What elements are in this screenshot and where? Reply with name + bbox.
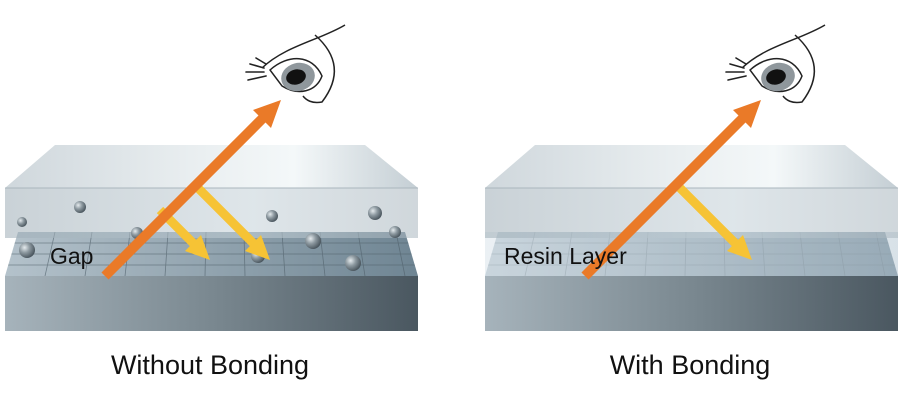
resin-layer <box>485 232 898 276</box>
resin-layer-label: Resin Layer <box>504 243 627 269</box>
air-bubbles <box>17 201 401 271</box>
light-ray-arrow <box>101 100 281 280</box>
panel-with-bonding: Resin Layer <box>485 24 898 331</box>
gap-label: Gap <box>50 243 93 269</box>
eye-icon <box>245 24 346 104</box>
eye-icon <box>725 24 826 104</box>
reflection-arrow <box>676 184 752 260</box>
panel-without-bonding: Gap <box>5 24 418 331</box>
caption-without-bonding: Without Bonding <box>110 350 310 380</box>
reflection-arrow <box>194 184 270 260</box>
light-ray-arrow <box>581 100 761 280</box>
caption-with-bonding: With Bonding <box>609 350 771 380</box>
cover-glass <box>485 145 898 238</box>
cover-glass <box>5 145 418 238</box>
